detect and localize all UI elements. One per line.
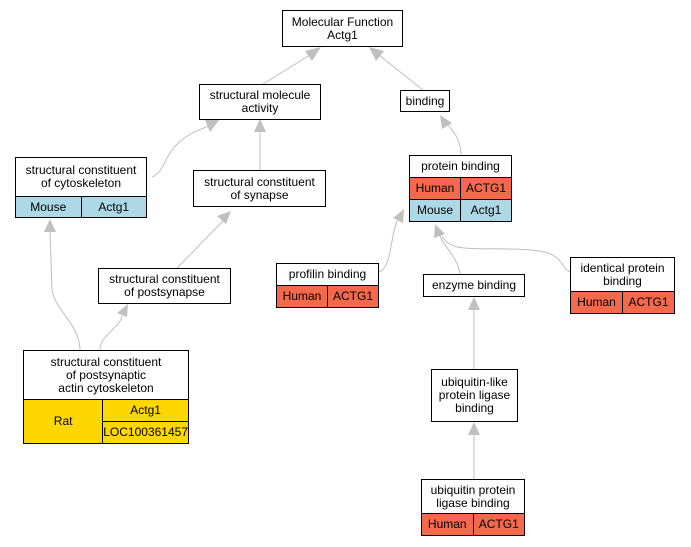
gene-cell: ACTG1 xyxy=(327,286,378,307)
node-label: identical protein binding xyxy=(580,260,665,288)
species-cell-rat: Rat xyxy=(24,400,104,443)
edge-synapse-to-sma-arrow xyxy=(254,119,266,132)
node-label: profilin binding xyxy=(288,267,367,281)
node-profilin-binding[interactable]: profilin binding Human ACTG1 xyxy=(276,263,379,308)
node-enzyme-binding[interactable]: enzyme binding xyxy=(423,274,525,297)
node-label: structural constituent of synapse xyxy=(204,174,315,202)
species-cell-human: Human xyxy=(577,295,616,309)
node-label: protein binding xyxy=(421,159,500,173)
node-label: ubiquitin protein ligase binding xyxy=(430,482,516,510)
species-cell-mouse: Mouse xyxy=(30,199,67,214)
gene-cell: Actg1 xyxy=(80,197,147,217)
edge-actin-to-cytoskeleton xyxy=(49,230,81,351)
edge-ubiquitin-to-ubl-arrow xyxy=(468,422,480,435)
node-label: binding xyxy=(405,93,445,108)
node-binding[interactable]: binding xyxy=(400,90,450,112)
edge-enzyme-to-protein-binding-arrow xyxy=(434,224,445,238)
edge-sma-to-root xyxy=(262,54,311,85)
node-label: structural constituent of cytoskeleton xyxy=(25,163,137,190)
node-structural-constituent-of-postsynapse[interactable]: structural constituent of postsynapse xyxy=(98,268,231,304)
edge-ubl-to-enzyme-arrow xyxy=(468,297,480,310)
edge-identical-to-protein-binding xyxy=(441,235,571,273)
edge-actin-to-postsynapse xyxy=(99,315,123,351)
gene-cell: Actg1 xyxy=(460,200,511,221)
node-label: structural constituent of postsynapse xyxy=(109,272,220,299)
species-cell-human: Human xyxy=(415,181,455,195)
edge-sma-to-root-arrow xyxy=(305,47,321,61)
gene-cell: Actg1 xyxy=(103,400,188,422)
node-ubiquitin-like-protein-ligase-binding[interactable]: ubiquitin-like protein ligase binding xyxy=(431,369,518,422)
edge-enzyme-to-protein-binding xyxy=(439,235,461,275)
species-cell-mouse: Mouse xyxy=(416,203,454,217)
node-structural-constituent-of-synapse[interactable]: structural constituent of synapse xyxy=(193,170,326,207)
node-structural-constituent-of-cytoskeleton[interactable]: structural constituent of cytoskeleton M… xyxy=(15,157,147,218)
edge-postsynapse-to-synapse-arrow xyxy=(217,211,231,224)
node-identical-protein-binding[interactable]: identical protein binding Human ACTG1 xyxy=(570,257,675,314)
node-molecular-function-root[interactable]: Molecular Function Actg1 xyxy=(282,10,403,47)
node-label: structural constituent of postsynaptic a… xyxy=(50,354,162,395)
node-ubiquitin-protein-ligase-binding[interactable]: ubiquitin protein ligase binding Human A… xyxy=(421,479,525,536)
node-label: enzyme binding xyxy=(431,278,517,292)
node-label: structural molecule activity xyxy=(209,88,311,115)
node-label: Molecular Function Actg1 xyxy=(291,14,394,42)
edge-cytoskeleton-to-sma-arrow xyxy=(205,119,220,132)
edge-binding-to-root-arrow xyxy=(369,47,384,61)
edge-binding-to-root xyxy=(378,54,424,91)
edge-protein-binding-to-binding-arrow xyxy=(440,115,452,129)
gene-cell: ACTG1 xyxy=(622,292,674,313)
node-label: ubiquitin-like protein ligase binding xyxy=(438,375,511,415)
species-cell-human: Human xyxy=(282,289,322,303)
edge-profilin-to-protein-binding-arrow xyxy=(393,209,404,223)
edge-actin-to-cytoskeleton-arrow xyxy=(44,219,56,232)
edge-profilin-to-protein-binding xyxy=(378,218,399,273)
gene-cell: LOC100361457 xyxy=(103,424,188,439)
edge-actin-to-postsynapse-arrow xyxy=(117,304,128,317)
gene-cell: ACTG1 xyxy=(460,178,511,199)
node-structural-constituent-of-postsynaptic-actin-cytoskeleton[interactable]: structural constituent of postsynaptic a… xyxy=(23,350,189,444)
node-protein-binding[interactable]: protein binding Human ACTG1 Mouse Actg1 xyxy=(409,155,512,222)
edge-postsynapse-to-synapse xyxy=(176,219,225,269)
edge-protein-binding-to-binding xyxy=(445,122,462,156)
gene-cell: ACTG1 xyxy=(472,514,525,535)
node-structural-molecule-activity[interactable]: structural molecule activity xyxy=(199,84,321,120)
species-cell-human: Human xyxy=(427,517,467,531)
edge-cytoskeleton-to-sma xyxy=(151,124,214,178)
